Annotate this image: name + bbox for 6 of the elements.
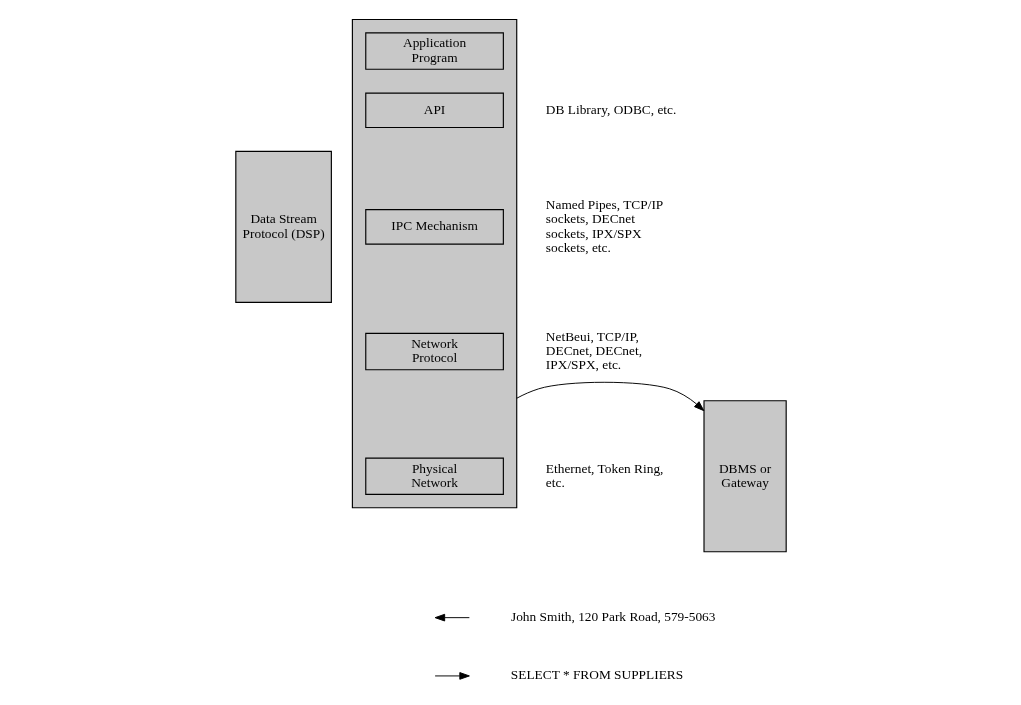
node-label: Named Pipes, TCP/IP sockets, DECnet sockets, IPX/SPX sockets, etc. <box>545 196 663 255</box>
label: SELECT * FROM SUPPLIERS <box>510 667 683 683</box>
label: John Smith, 120 Park Road, 579-5063 <box>510 609 715 625</box>
node-label: DB Library, ODBC, etc. <box>545 101 676 117</box>
node-label: Ethernet, Token Ring, etc. <box>545 460 663 490</box>
node-label: NetBeui, TCP/IP, DECnet, DECnet, IPX/SPX, etc. <box>545 328 642 373</box>
